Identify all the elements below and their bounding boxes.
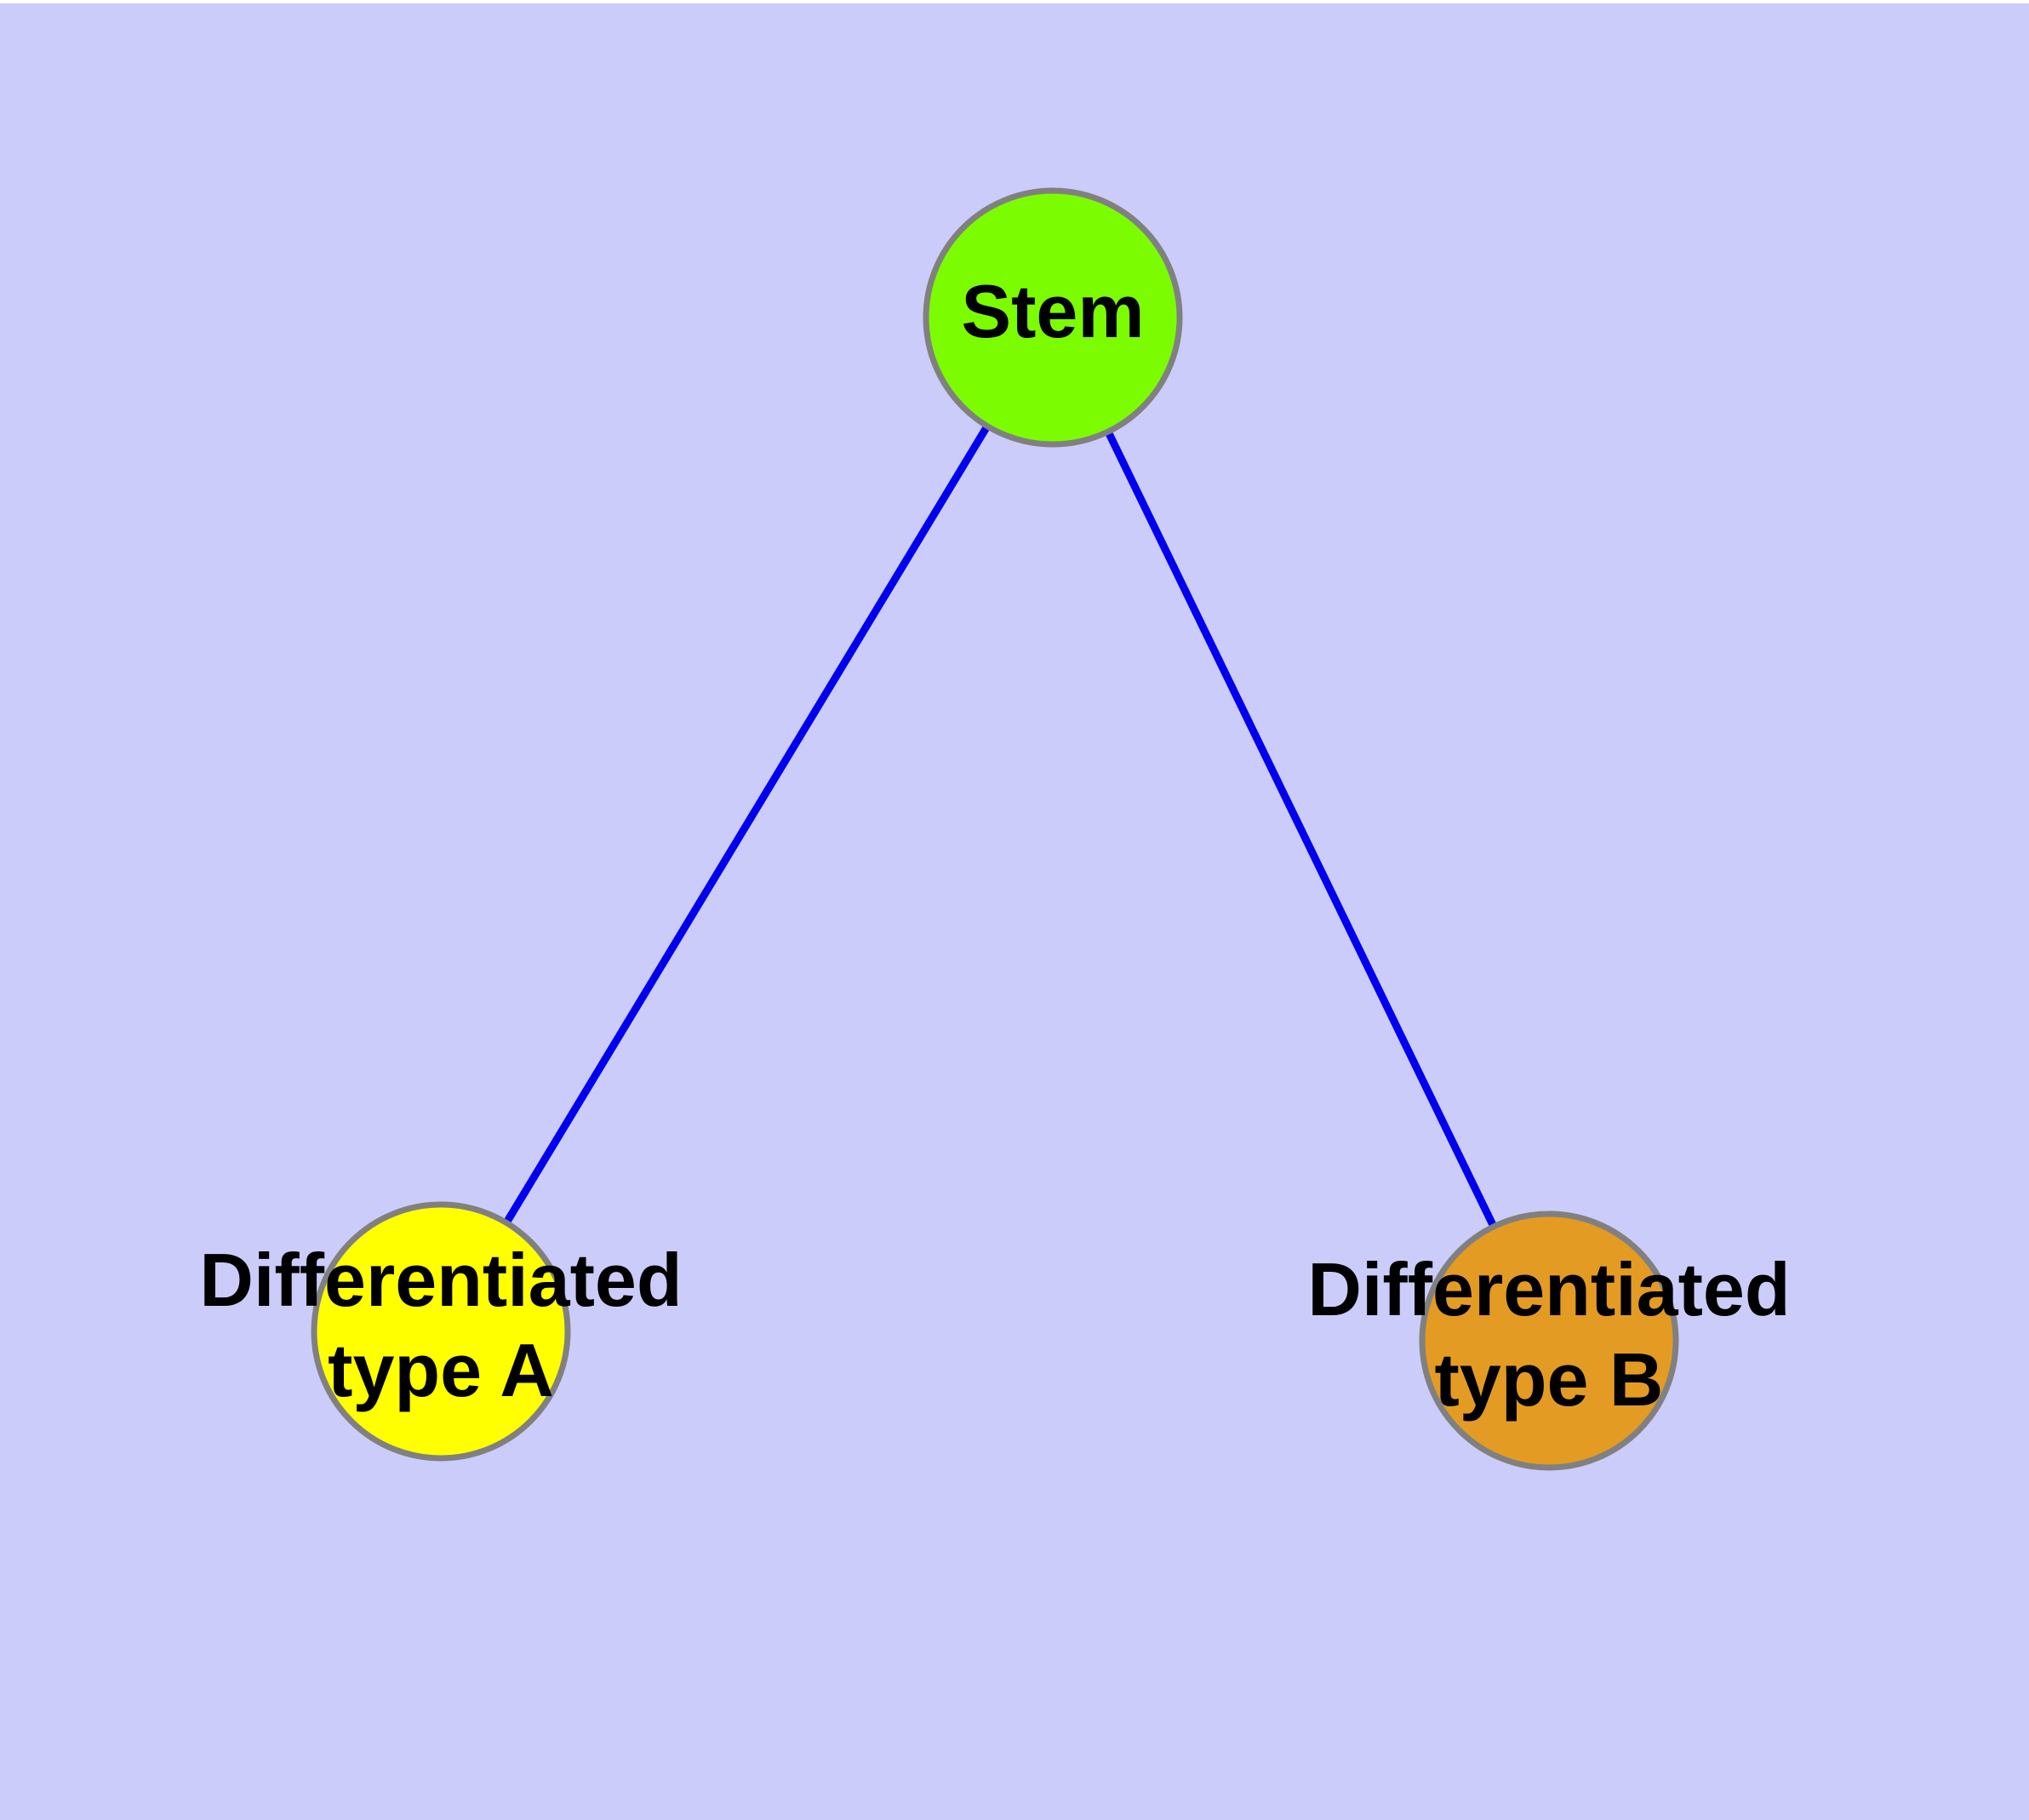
- graph-node-label-line: Stem: [961, 269, 1144, 353]
- graph-node-diff-b[interactable]: [1419, 1210, 1679, 1471]
- graph-node-label-line: type A: [328, 1328, 554, 1412]
- graph-edge-stem-to-diff-a[interactable]: [501, 421, 992, 1228]
- graph-node-label-line: Differentiated: [1307, 1247, 1790, 1331]
- graph-node-label-line: type B: [1435, 1337, 1664, 1422]
- graph-edge-stem-to-diff-b[interactable]: [1103, 427, 1499, 1231]
- graph-node-label-stem: Stem: [961, 269, 1144, 353]
- nodes-layer: [311, 187, 1679, 1471]
- graph-node-label-line: Differentiated: [199, 1238, 682, 1322]
- graph-node-stem[interactable]: [923, 187, 1183, 448]
- edges-layer: [501, 421, 1499, 1231]
- graph-node-diff-a[interactable]: [311, 1201, 571, 1462]
